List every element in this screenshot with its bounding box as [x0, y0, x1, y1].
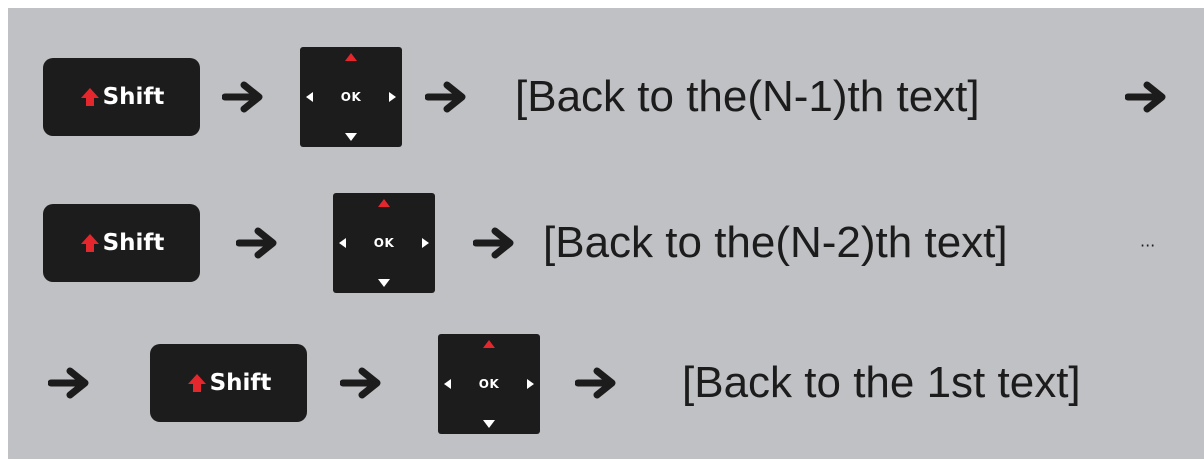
dpad-ok-label: OK	[340, 90, 362, 104]
dpad-left-icon	[339, 238, 346, 248]
dpad-ok-label: OK	[478, 377, 500, 391]
shift-up-arrow-icon	[186, 372, 208, 394]
dpad-right-icon	[527, 379, 534, 389]
shift-key: Shift	[43, 58, 200, 136]
dpad-down-icon	[483, 420, 495, 428]
dpad-ok-label: OK	[373, 236, 395, 250]
shift-key: Shift	[43, 204, 200, 282]
right-arrow-icon	[222, 80, 264, 114]
dpad-left-icon	[306, 92, 313, 102]
continuation-ellipsis: ···	[1140, 236, 1156, 255]
dpad-up-icon	[483, 340, 495, 348]
step-text: [Back to the 1st text]	[682, 358, 1081, 407]
right-arrow-icon	[340, 366, 382, 400]
shift-key-label: Shift	[209, 370, 272, 396]
right-arrow-icon	[48, 366, 90, 400]
step-text: [Back to the(N-2)th text]	[543, 218, 1008, 267]
dpad-key: OK	[438, 334, 540, 434]
right-arrow-icon	[473, 226, 515, 260]
dpad-key: OK	[300, 47, 402, 147]
dpad-key: OK	[333, 193, 435, 293]
shift-up-arrow-icon	[79, 232, 101, 254]
dpad-left-icon	[444, 379, 451, 389]
right-arrow-icon	[575, 366, 617, 400]
dpad-down-icon	[345, 133, 357, 141]
shift-key: Shift	[150, 344, 307, 422]
dpad-right-icon	[389, 92, 396, 102]
dpad-right-icon	[422, 238, 429, 248]
right-arrow-icon	[1125, 80, 1167, 114]
shift-key-label: Shift	[102, 84, 165, 110]
right-arrow-icon	[425, 80, 467, 114]
shift-key-label: Shift	[102, 230, 165, 256]
shift-up-arrow-icon	[79, 86, 101, 108]
right-arrow-icon	[236, 226, 278, 260]
step-text: [Back to the(N-1)th text]	[515, 72, 980, 121]
dpad-up-icon	[378, 199, 390, 207]
dpad-up-icon	[345, 53, 357, 61]
dpad-down-icon	[378, 279, 390, 287]
